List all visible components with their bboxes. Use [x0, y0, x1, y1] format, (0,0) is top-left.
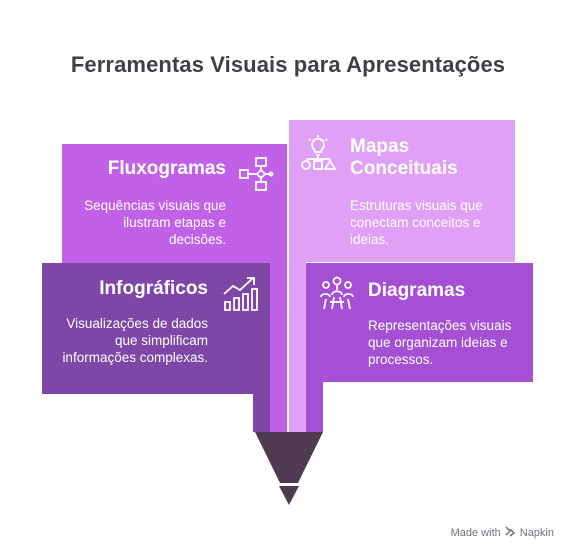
footer-made-with: Made with [450, 527, 501, 539]
fluxogramas-description: Sequências visuais que ilustram etapas e… [84, 198, 226, 247]
fluxogramas-title: Fluxogramas [107, 158, 226, 179]
mapas-card-shape [289, 120, 515, 432]
fluxogramas-card-shape [62, 144, 287, 432]
lightbulb-shapes-icon [300, 134, 338, 170]
diagramas-title: Diagramas [368, 280, 466, 301]
infograficos-card-shape [42, 263, 270, 432]
footer-brand: Napkin [519, 527, 554, 539]
funnel-point [279, 486, 299, 505]
bar-chart-growth-icon [221, 274, 261, 312]
mapas-title: Mapas Conceituais [350, 136, 458, 179]
napkin-logo-icon [505, 526, 516, 540]
page-title: Ferramentas Visuais para Apresentações [70, 52, 506, 77]
infograficos-title: Infográficos [99, 278, 208, 299]
flowchart-icon [238, 156, 274, 192]
diagramas-card-shape [306, 263, 533, 432]
funnel-tip [255, 432, 323, 483]
diagramas-description: Representações visuais que organizam ide… [368, 318, 512, 367]
footer-attribution: Made with Napkin [451, 526, 554, 540]
infograficos-description: Visualizações de dados que simplificam i… [62, 316, 208, 365]
mapas-description: Estruturas visuais que conectam conceito… [350, 198, 483, 247]
people-network-icon [318, 276, 356, 312]
